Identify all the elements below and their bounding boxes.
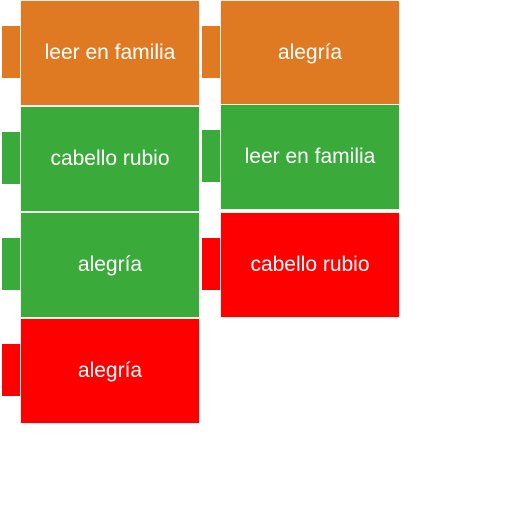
puzzle-tile[interactable]: leer en familia xyxy=(200,104,402,210)
tile-body xyxy=(20,106,200,212)
tile-body xyxy=(20,318,200,424)
tile-body xyxy=(220,212,400,318)
tile-label: cabello rubio xyxy=(50,147,170,170)
tile-label: alegría xyxy=(77,359,143,382)
puzzle-tile[interactable]: leer en familia xyxy=(0,0,202,106)
puzzle-tile[interactable]: alegría xyxy=(0,212,202,318)
tile-label: leer en familia xyxy=(244,145,376,168)
tile-label: alegría xyxy=(277,41,343,64)
tile-body xyxy=(20,0,200,106)
puzzle-tile[interactable]: alegría xyxy=(0,318,202,424)
puzzle-tile[interactable]: alegría xyxy=(200,0,402,106)
tile-body xyxy=(20,212,200,318)
puzzle-tile[interactable]: cabello rubio xyxy=(200,212,402,318)
tile-body xyxy=(220,104,400,210)
tile-body xyxy=(220,0,400,106)
tile-label: cabello rubio xyxy=(250,253,370,276)
puzzle-tile[interactable]: cabello rubio xyxy=(0,106,202,212)
tile-label: alegría xyxy=(77,253,143,276)
tile-label: leer en familia xyxy=(44,41,176,64)
